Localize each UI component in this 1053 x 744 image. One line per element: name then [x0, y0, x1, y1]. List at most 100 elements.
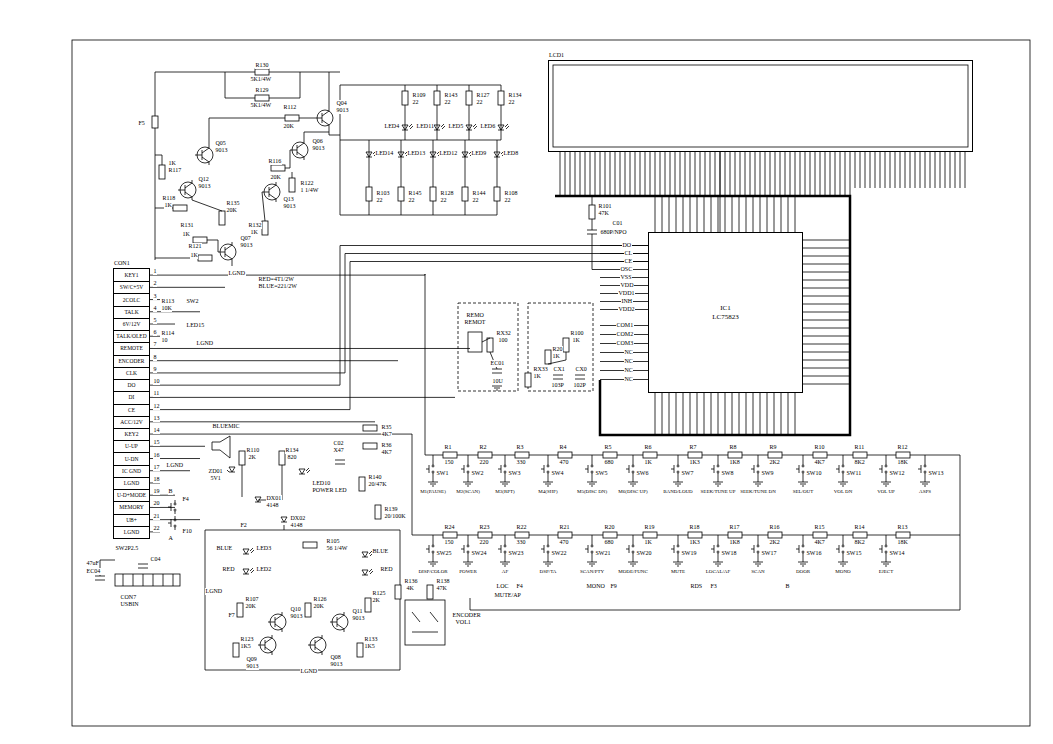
- wire: [155, 72, 156, 260]
- part-label: 18K: [897, 539, 908, 546]
- lcd-pin: [725, 152, 726, 196]
- part-label: R20: [604, 524, 615, 531]
- chip-label: IC1: [720, 304, 731, 313]
- switch-symbol: [802, 465, 804, 467]
- transistor-symbol: [195, 155, 202, 156]
- switch-symbol: [717, 471, 719, 473]
- resistor-symbol: [233, 643, 239, 657]
- ground-symbol: [802, 486, 804, 487]
- part-label: F9: [610, 583, 617, 590]
- lcd-pin: [595, 152, 596, 196]
- switch-symbol: [426, 469, 429, 470]
- ground-symbol: [502, 484, 508, 485]
- ground-symbol: [757, 566, 759, 567]
- switch-symbol: [843, 553, 844, 556]
- lcd-pin: [655, 152, 656, 196]
- part-label: C01: [612, 220, 623, 227]
- ground-symbol: [587, 482, 597, 483]
- part-label: 150: [444, 459, 454, 466]
- part-label: 22: [472, 197, 479, 204]
- switch-symbol: [717, 551, 719, 553]
- switch-symbol: [467, 471, 469, 473]
- part-label: 22: [476, 99, 483, 106]
- led-symbol: [299, 474, 305, 475]
- switch-symbol: [592, 455, 593, 462]
- ground-symbol: [432, 566, 434, 567]
- zener-symbol: [229, 467, 235, 472]
- led-symbol: [370, 571, 373, 574]
- resistor-symbol: [558, 532, 572, 538]
- switch-symbol: [803, 473, 804, 476]
- part-label: 22: [440, 197, 447, 204]
- switch-symbol: [843, 535, 844, 542]
- transistor-symbol: [225, 242, 232, 250]
- part-label: Q07: [240, 235, 251, 242]
- capacitor-symbol: [138, 564, 148, 565]
- part-label: X47: [333, 447, 344, 454]
- ground-symbol: [798, 562, 808, 563]
- switch-symbol: [498, 469, 501, 470]
- wire: [843, 556, 844, 562]
- part-label: 8K2: [854, 459, 865, 466]
- part-label: R105: [326, 538, 340, 545]
- ic-pin: [781, 393, 782, 435]
- switch-symbol: [504, 465, 506, 467]
- switch-symbol: [757, 545, 759, 547]
- wire: [718, 476, 719, 482]
- part-label: 20K: [283, 123, 294, 130]
- lcd-pin: [895, 152, 896, 188]
- switch-symbol: [677, 465, 679, 467]
- lcd-pin: [800, 152, 801, 196]
- transistor-symbol: [297, 152, 304, 160]
- resistor-symbol: [728, 532, 742, 538]
- switch-symbol: [803, 462, 804, 465]
- part-label: F10: [182, 528, 192, 535]
- switch-symbol: [677, 545, 679, 547]
- part-label: R139: [384, 506, 398, 513]
- resistor-symbol: [434, 91, 440, 105]
- part-label: R4: [559, 444, 567, 451]
- lcd-pin: [835, 152, 836, 196]
- part-label: 2K: [372, 597, 380, 604]
- capacitor-symbol: [492, 373, 502, 374]
- switch-symbol: [886, 553, 887, 556]
- part-label: 1K5: [240, 643, 251, 650]
- led-symbol: [494, 157, 500, 158]
- wire: [149, 434, 412, 435]
- lcd-pin: [860, 152, 861, 188]
- ground-symbol: [500, 482, 510, 483]
- part-label: 2K2: [769, 459, 780, 466]
- part-label: M1(PAUSE): [420, 489, 447, 495]
- part-label: 9013: [330, 661, 343, 668]
- pin-name: ACC/12V: [120, 419, 142, 426]
- pin-name: U-D+MODE: [117, 492, 146, 499]
- part-label: R109: [412, 92, 426, 99]
- part-label: F4: [182, 496, 189, 503]
- part-label: 1K3: [689, 539, 700, 546]
- part-label: R130: [255, 62, 269, 69]
- part-label: R129: [255, 87, 269, 94]
- wire: [155, 72, 340, 73]
- wire: [678, 556, 679, 562]
- ic-pin: [803, 240, 850, 241]
- part-label: RED: [222, 566, 235, 573]
- switch-symbol: [842, 551, 844, 553]
- part-label: 12: [153, 403, 160, 410]
- ground-symbol: [673, 562, 683, 563]
- capacitor-symbol: [553, 375, 563, 376]
- switch-symbol: [433, 542, 434, 545]
- led-symbol: [430, 157, 436, 158]
- switch-symbol: [718, 462, 719, 465]
- part-label: 4: [153, 305, 157, 312]
- part-label: LED4: [384, 123, 400, 130]
- part-label: SW21: [595, 550, 611, 557]
- ic-pin: [669, 393, 670, 435]
- part-label: R14: [854, 524, 865, 531]
- switch-symbol: [886, 535, 887, 542]
- ic-pin: [803, 360, 850, 361]
- ground-symbol: [881, 482, 891, 483]
- ic-pin: [697, 393, 698, 435]
- lcd-pin: [945, 152, 946, 188]
- switch-symbol: [547, 471, 549, 473]
- drawing-frame: [72, 40, 1030, 726]
